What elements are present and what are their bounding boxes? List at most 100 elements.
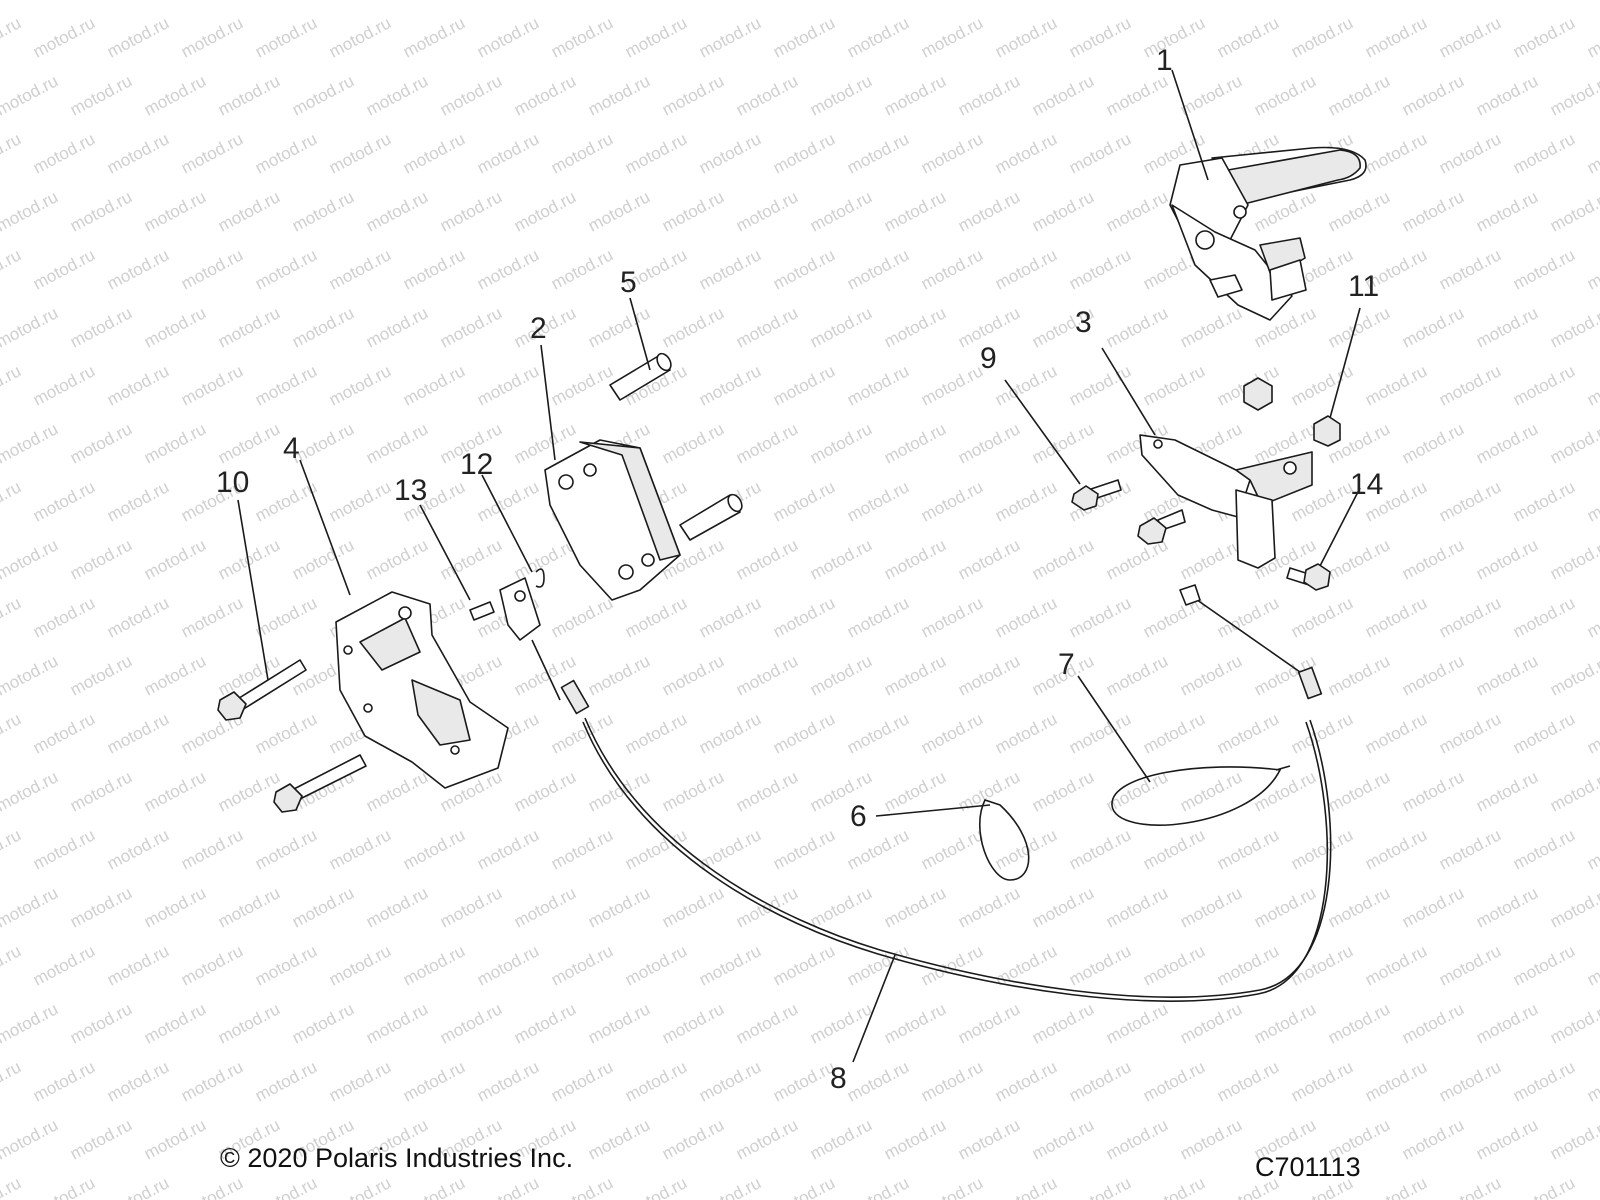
watermark-text: motod.ru [1473, 767, 1541, 815]
watermark-text: motod.ru [0, 245, 24, 293]
watermark-text: motod.ru [474, 477, 542, 525]
watermark-text: motod.ru [1288, 709, 1356, 757]
watermark-text: motod.ru [992, 709, 1060, 757]
watermark-text: motod.ru [511, 999, 579, 1047]
watermark-text: motod.ru [1473, 999, 1541, 1047]
watermark-text: motod.ru [844, 129, 912, 177]
watermark-text: motod.ru [844, 1057, 912, 1105]
watermark-text: motod.ru [733, 535, 801, 583]
watermark-text: motod.ru [1214, 1057, 1282, 1105]
watermark-text: motod.ru [215, 883, 283, 931]
watermark-text: motod.ru [659, 651, 727, 699]
watermark-text: motod.ru [1547, 303, 1600, 351]
watermark-text: motod.ru [807, 71, 875, 119]
watermark-text: motod.ru [178, 361, 246, 409]
watermark-text: motod.ru [30, 477, 98, 525]
watermark-text: motod.ru [1473, 535, 1541, 583]
watermark-text: motod.ru [1547, 187, 1600, 235]
watermark-text: motod.ru [622, 129, 690, 177]
watermark-text: motod.ru [141, 883, 209, 931]
watermark-text: motod.ru [289, 883, 357, 931]
watermark-text: motod.ru [733, 651, 801, 699]
watermark-text: motod.ru [67, 999, 135, 1047]
watermark-text: motod.ru [881, 419, 949, 467]
watermark-text: motod.ru [1510, 709, 1578, 757]
watermark-text: motod.ru [1066, 129, 1134, 177]
watermark-text: motod.ru [0, 709, 24, 757]
watermark-text: motod.ru [881, 0, 949, 4]
watermark-text: motod.ru [918, 245, 986, 293]
watermark-text: motod.ru [437, 187, 505, 235]
watermark-text: motod.ru [400, 13, 468, 61]
watermark-text: motod.ru [1436, 245, 1504, 293]
watermark-text: motod.ru [252, 129, 320, 177]
watermark-text: motod.ru [807, 303, 875, 351]
watermark-text: motod.ru [437, 303, 505, 351]
watermark-text: motod.ru [992, 1057, 1060, 1105]
watermark-text: motod.ru [1103, 303, 1171, 351]
watermark-text: motod.ru [622, 1173, 690, 1200]
watermark-text: motod.ru [622, 709, 690, 757]
watermark-text: motod.ru [1177, 0, 1245, 4]
watermark-text: motod.ru [104, 941, 172, 989]
watermark-text: motod.ru [1288, 941, 1356, 989]
watermark-text: motod.ru [585, 999, 653, 1047]
watermark-text: motod.ru [1362, 129, 1430, 177]
watermark-text: motod.ru [659, 187, 727, 235]
watermark-text: motod.ru [215, 999, 283, 1047]
watermark-text: motod.ru [955, 767, 1023, 815]
watermark-text: motod.ru [1288, 1057, 1356, 1105]
watermark-text: motod.ru [955, 187, 1023, 235]
watermark-text: motod.ru [178, 1173, 246, 1200]
watermark-text: motod.ru [807, 419, 875, 467]
watermark-text: motod.ru [1325, 187, 1393, 235]
watermark-text: motod.ru [1214, 709, 1282, 757]
watermark-text: motod.ru [67, 651, 135, 699]
watermark-text: motod.ru [1510, 361, 1578, 409]
watermark-text: motod.ru [1325, 0, 1393, 4]
brake-cable [531, 584, 1332, 1063]
watermark-text: motod.ru [918, 825, 986, 873]
clevis-clip [481, 474, 545, 641]
watermark-text: motod.ru [1251, 0, 1319, 4]
watermark-text: motod.ru [770, 245, 838, 293]
watermark-text: motod.ru [1029, 71, 1097, 119]
watermark-text: motod.ru [1066, 593, 1134, 641]
watermark-text: motod.ru [474, 825, 542, 873]
watermark-text: motod.ru [696, 709, 764, 757]
watermark-text: motod.ru [1436, 129, 1504, 177]
watermark-text: motod.ru [437, 71, 505, 119]
watermark-text: motod.ru [992, 1173, 1060, 1200]
watermark-text: motod.ru [30, 825, 98, 873]
watermark-text: motod.ru [881, 767, 949, 815]
watermark-text: motod.ru [1362, 1173, 1430, 1200]
watermark-text: motod.ru [1510, 941, 1578, 989]
watermark-text: motod.ru [363, 187, 431, 235]
watermark-text: motod.ru [0, 1173, 24, 1200]
watermark-text: motod.ru [289, 187, 357, 235]
watermark-text: motod.ru [1214, 941, 1282, 989]
watermark-text: motod.ru [474, 361, 542, 409]
watermark-text: motod.ru [733, 999, 801, 1047]
watermark-text: motod.ru [30, 709, 98, 757]
watermark-text: motod.ru [770, 709, 838, 757]
watermark-text: motod.ru [1547, 71, 1600, 119]
watermark-text: motod.ru [1510, 825, 1578, 873]
watermark-text: motod.ru [548, 1173, 616, 1200]
watermark-text: motod.ru [770, 593, 838, 641]
callout-2: 2 [530, 312, 547, 345]
watermark-text: motod.ru [0, 767, 61, 815]
watermark-text: motod.ru [474, 1173, 542, 1200]
watermark-text: motod.ru [955, 419, 1023, 467]
watermark-text: motod.ru [548, 941, 616, 989]
watermark-text: motod.ru [992, 825, 1060, 873]
watermark-text: motod.ru [400, 361, 468, 409]
watermark-text: motod.ru [215, 535, 283, 583]
watermark-text: motod.ru [1177, 1115, 1245, 1163]
watermark-text: motod.ru [622, 593, 690, 641]
watermark-text: motod.ru [1029, 883, 1097, 931]
watermark-text: motod.ru [1584, 477, 1600, 525]
watermark-text: motod.ru [1436, 709, 1504, 757]
watermark-text: motod.ru [1547, 767, 1600, 815]
